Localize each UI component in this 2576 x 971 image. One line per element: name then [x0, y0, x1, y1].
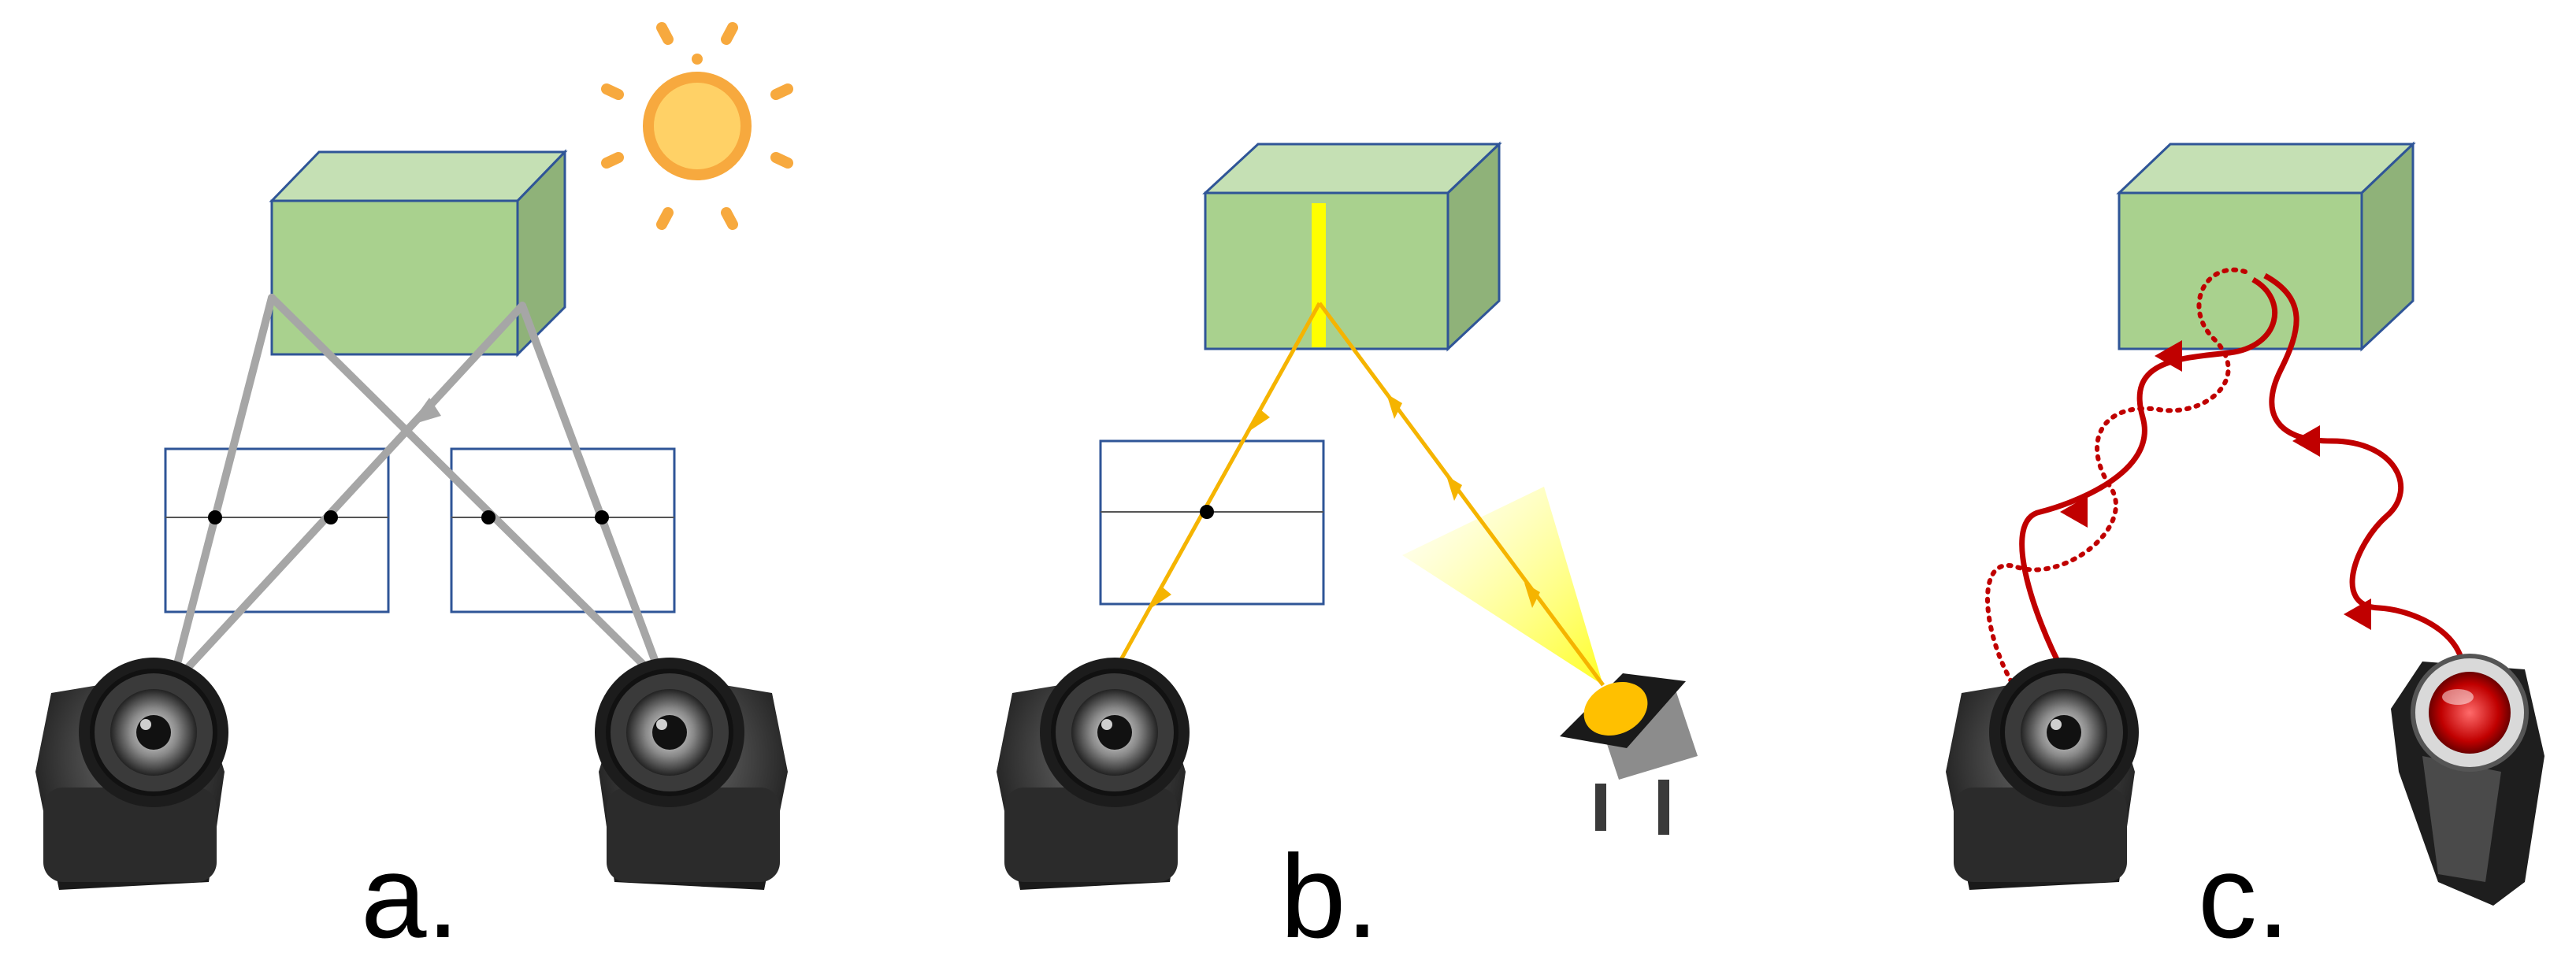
cube-icon — [1202, 141, 1502, 352]
panel-a — [164, 22, 793, 689]
emitted-wave — [2263, 272, 2467, 686]
sun-icon — [601, 22, 793, 230]
panel-label-b: b. — [1280, 830, 1379, 962]
cube-icon — [269, 149, 568, 358]
cube-icon — [2116, 141, 2416, 352]
passive-rays — [168, 294, 668, 689]
panel-label-c: c. — [2198, 830, 2290, 962]
projection-points — [208, 510, 609, 524]
camera-icon — [595, 658, 788, 890]
wave-arrows — [2048, 340, 2371, 697]
projector-beam — [1402, 487, 1603, 685]
camera-icon — [997, 658, 1190, 890]
panel-c — [1946, 141, 2544, 906]
ray-arrows — [1150, 394, 1540, 609]
projected-stripe — [1312, 203, 1326, 347]
reflected-wave — [2019, 276, 2278, 675]
tof-emitter-icon — [2391, 654, 2544, 906]
projector-icon — [1560, 673, 1698, 835]
camera-icon — [1946, 658, 2139, 890]
camera-icon — [35, 658, 228, 890]
ray-arrow — [410, 398, 441, 425]
reference-wave — [1985, 267, 2248, 703]
left-image-plane — [164, 447, 390, 613]
structured-rays — [1104, 302, 1605, 687]
panel-b — [997, 141, 1698, 890]
panel-label-a: a. — [361, 830, 459, 962]
projection-point — [1200, 505, 1214, 519]
image-plane — [1099, 439, 1325, 606]
